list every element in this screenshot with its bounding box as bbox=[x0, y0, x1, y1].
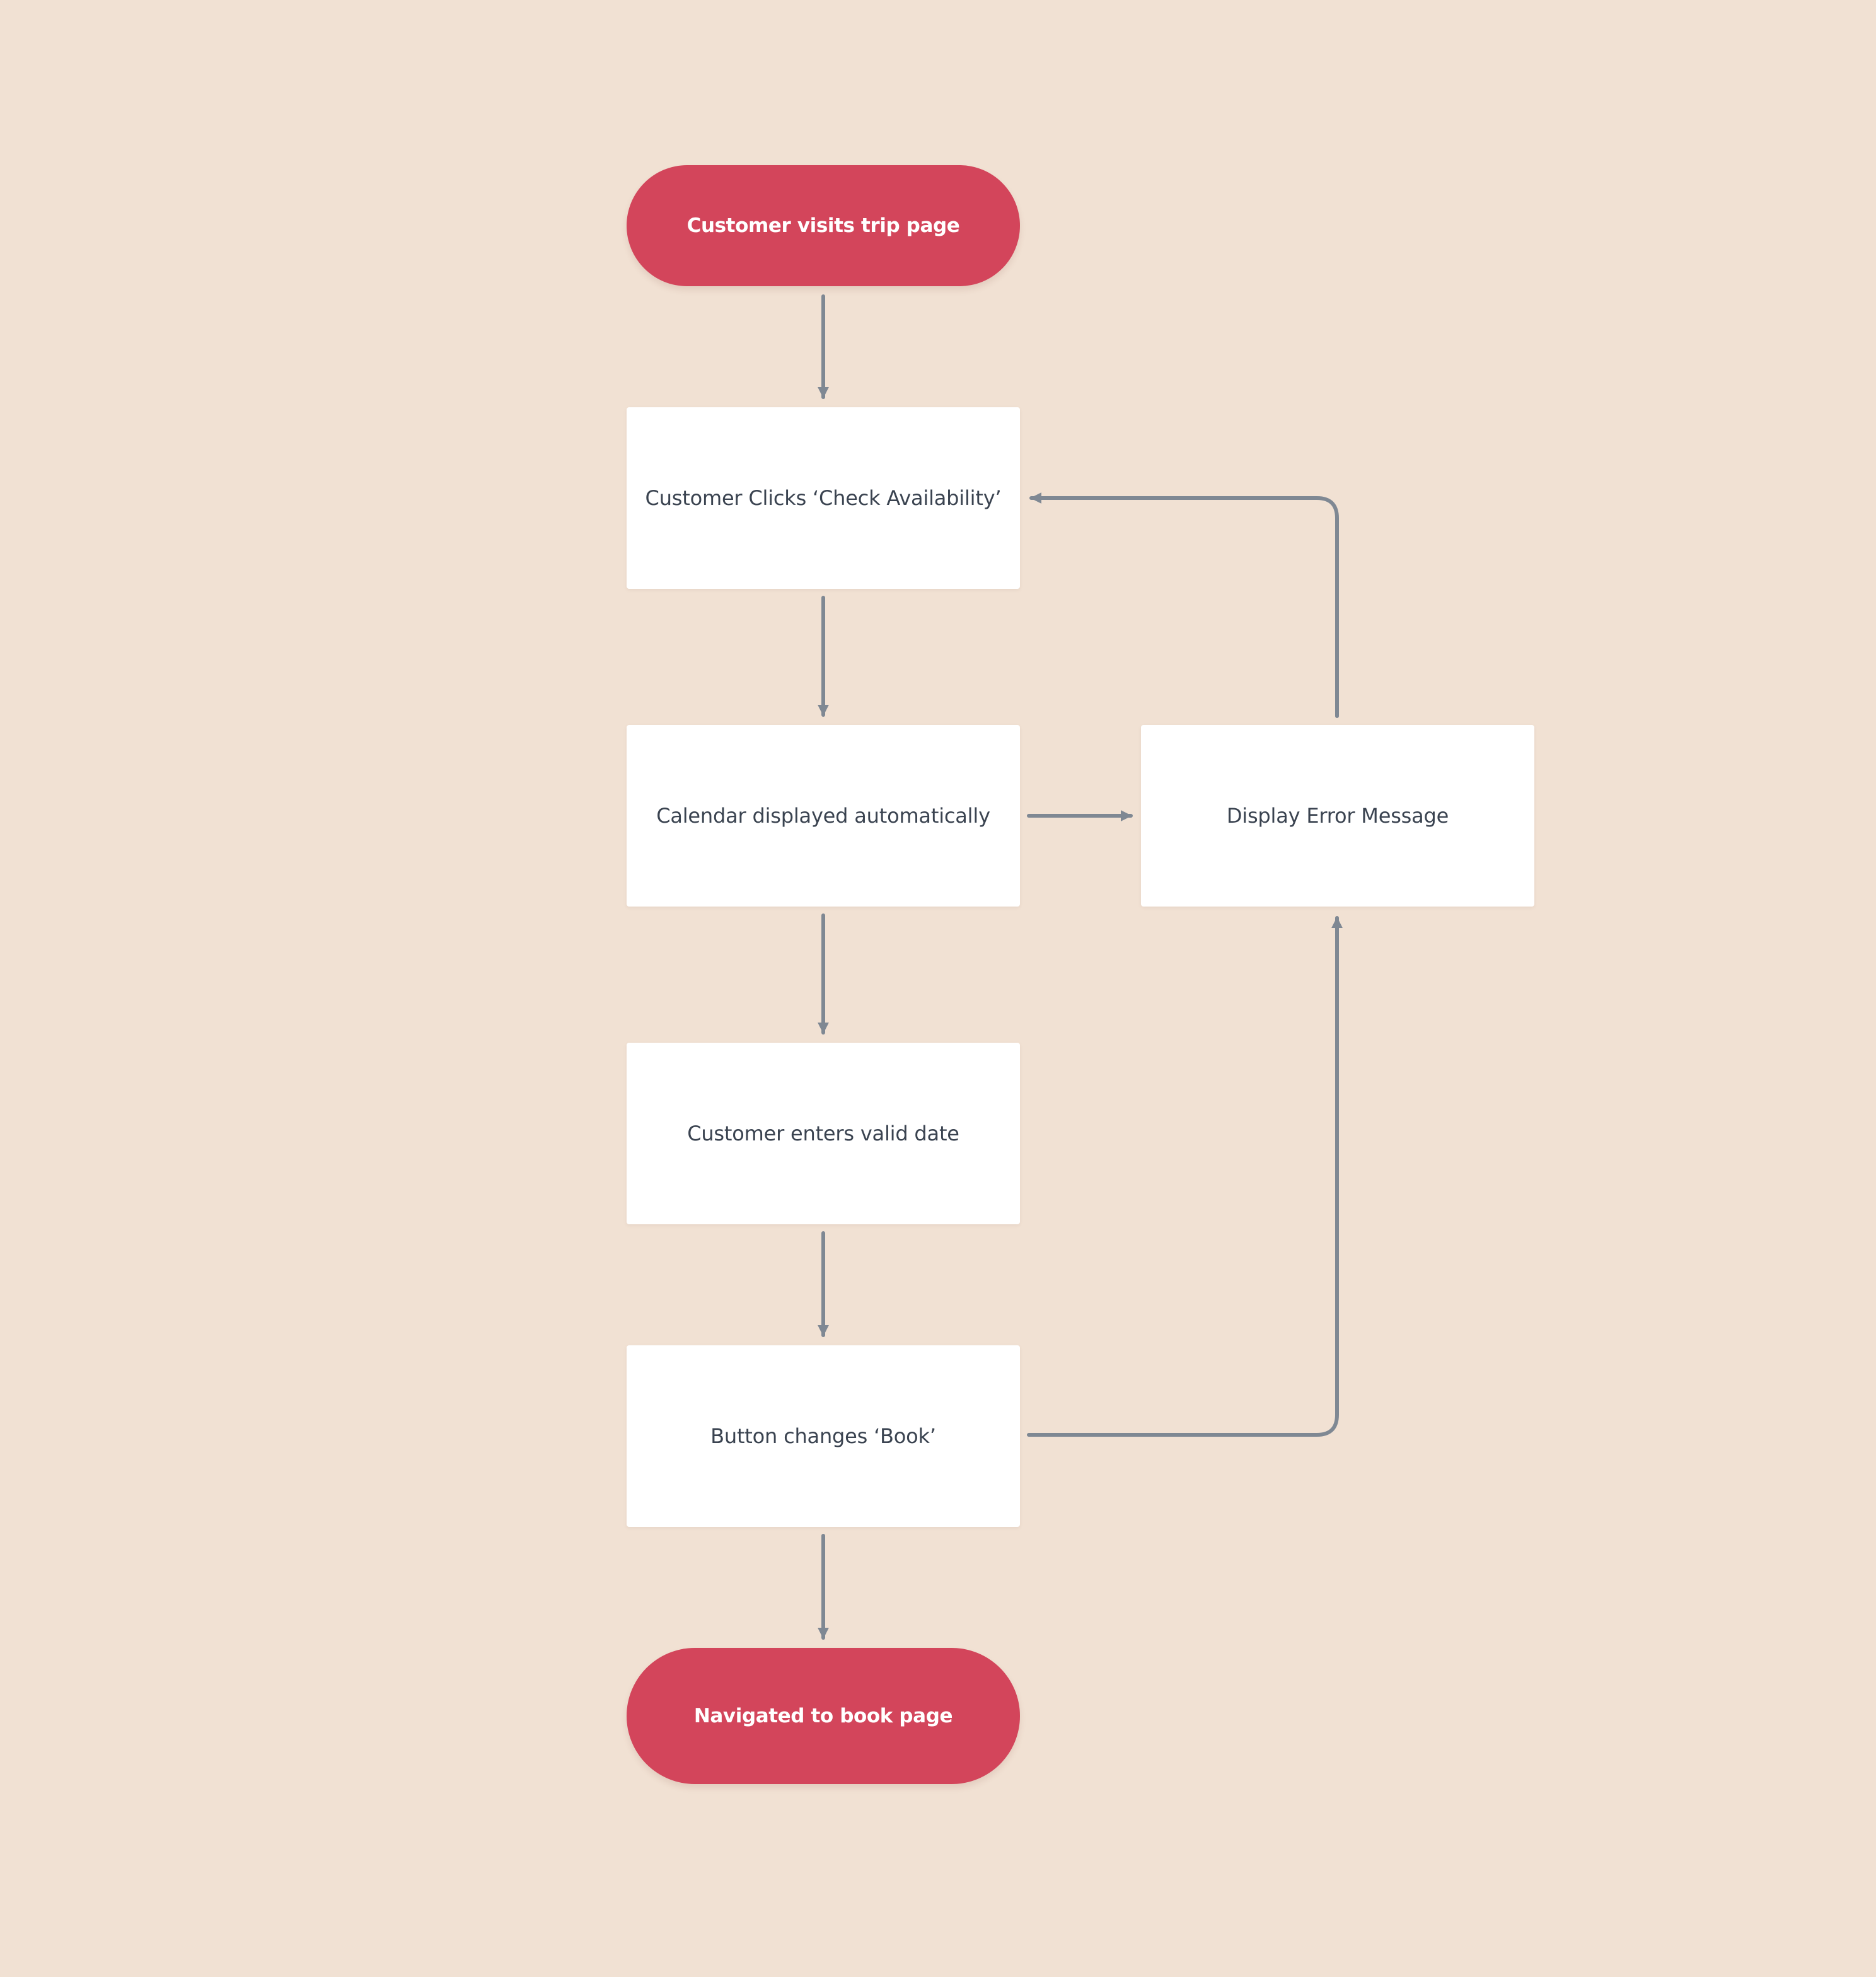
process-check-availability-label: Customer Clicks ‘Check Availability’ bbox=[645, 486, 1002, 510]
start-terminal-label: Customer visits trip page bbox=[686, 214, 960, 237]
process-button-book: Button changes ‘Book’ bbox=[627, 1345, 1020, 1527]
process-valid-date: Customer enters valid date bbox=[627, 1043, 1020, 1224]
arrow-button-book-to-error bbox=[1027, 916, 1343, 1437]
end-terminal: Navigated to book page bbox=[627, 1648, 1020, 1784]
process-display-error-label: Display Error Message bbox=[1226, 804, 1449, 828]
process-calendar-displayed-label: Calendar displayed automatically bbox=[656, 804, 990, 828]
process-display-error: Display Error Message bbox=[1141, 725, 1534, 907]
process-valid-date-label: Customer enters valid date bbox=[687, 1122, 959, 1145]
start-terminal: Customer visits trip page bbox=[627, 165, 1020, 286]
end-terminal-label: Navigated to book page bbox=[693, 1705, 953, 1727]
process-button-book-label: Button changes ‘Book’ bbox=[710, 1424, 936, 1448]
process-calendar-displayed: Calendar displayed automatically bbox=[627, 725, 1020, 907]
process-check-availability: Customer Clicks ‘Check Availability’ bbox=[627, 407, 1020, 589]
arrow-error-to-check-availability bbox=[1029, 492, 1339, 718]
